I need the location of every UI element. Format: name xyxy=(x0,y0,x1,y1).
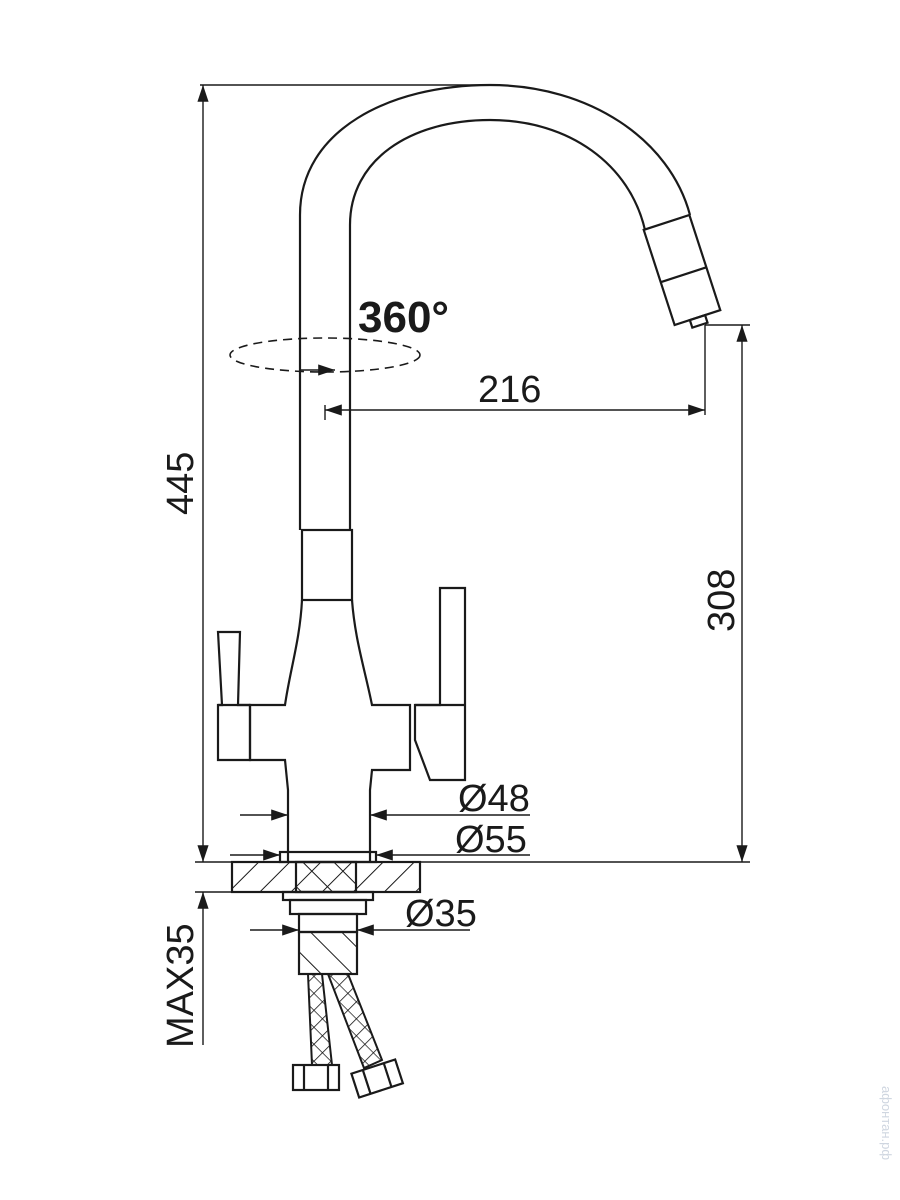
dim-base-55: Ø55 xyxy=(455,819,527,861)
dim-spout-reach: 216 xyxy=(478,369,541,411)
dim-total-height: 445 xyxy=(160,452,202,515)
dim-shank-35: Ø35 xyxy=(405,893,477,935)
hose-left xyxy=(291,973,341,1092)
dim-base-48: Ø48 xyxy=(458,778,530,820)
dim-spout-height: 308 xyxy=(701,569,743,632)
rotation-ellipse xyxy=(229,337,421,373)
dim-max-deck: MAX35 xyxy=(160,923,202,1048)
deck-mount xyxy=(230,850,422,1099)
right-handle xyxy=(413,586,467,782)
rotation-label: 360° xyxy=(358,293,449,342)
dimension-lines xyxy=(195,84,750,1045)
left-handle xyxy=(216,630,252,762)
faucet-body xyxy=(216,528,467,862)
hose-right xyxy=(326,973,405,1099)
spout-nozzle xyxy=(642,213,722,330)
watermark: афонтан.рф xyxy=(879,1085,894,1160)
